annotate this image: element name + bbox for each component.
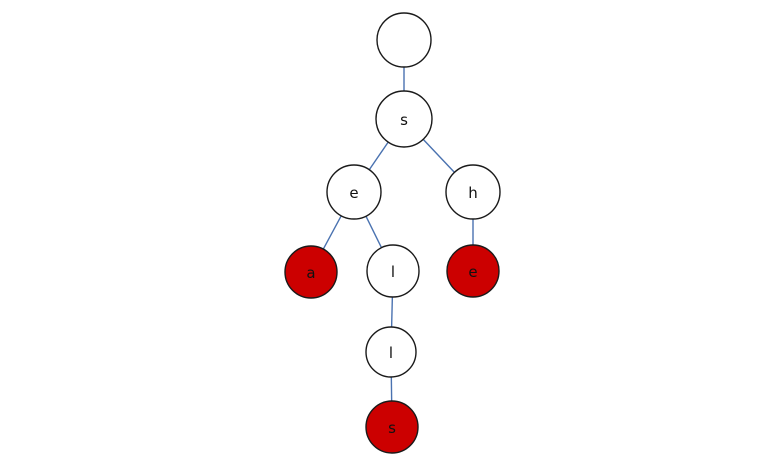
edge-s-e: [368, 141, 389, 171]
tree-node-n-s2[interactable]: s: [365, 400, 419, 454]
tree-node-n-l1[interactable]: l: [366, 244, 420, 298]
tree-node-n-e2[interactable]: e: [446, 244, 500, 298]
node-circle[interactable]: [375, 90, 433, 148]
node-circle[interactable]: [445, 164, 501, 220]
edge-e-l1: [365, 215, 383, 249]
node-circle[interactable]: [366, 244, 420, 298]
node-circle[interactable]: [326, 164, 382, 220]
tree-node-n-h[interactable]: h: [445, 164, 501, 220]
tree-node-n-a[interactable]: a: [284, 245, 338, 299]
tree-node-n-e[interactable]: e: [326, 164, 382, 220]
tree-node-n-l2[interactable]: l: [365, 326, 417, 378]
node-circle[interactable]: [365, 326, 417, 378]
edge-l1-l2: [390, 296, 394, 328]
node-circle-terminal[interactable]: [365, 400, 419, 454]
edges-layer: [322, 66, 474, 402]
edge-s-h: [422, 138, 456, 174]
node-circle-terminal[interactable]: [446, 244, 500, 298]
node-circle[interactable]: [376, 12, 432, 68]
tree-node-root[interactable]: [376, 12, 432, 68]
node-circle-terminal[interactable]: [284, 245, 338, 299]
edge-e-a: [322, 215, 342, 250]
tree-node-n-s[interactable]: s: [375, 90, 433, 148]
